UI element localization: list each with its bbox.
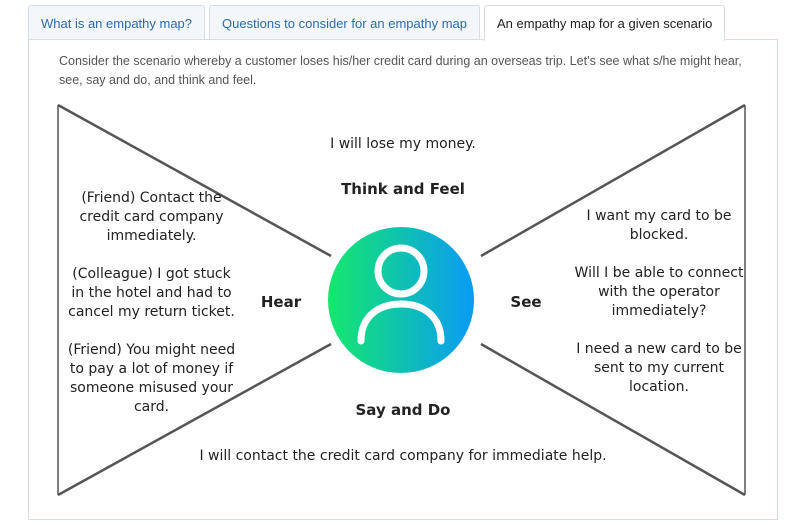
think-feel-item: I will lose my money. (330, 136, 476, 152)
see-item: I want my card to be blocked. (586, 208, 732, 243)
person-icon (328, 227, 474, 373)
see-quadrant: I want my card to be blocked. Will I be … (569, 207, 749, 397)
divider-top-left (57, 103, 332, 258)
divider-top-right (480, 103, 746, 258)
hear-item: (Friend) Contact the credit card company… (79, 190, 224, 244)
hear-heading: Hear (260, 293, 302, 311)
say-do-quadrant: I will contact the credit card company f… (163, 447, 643, 466)
tab-panel: Consider the scenario whereby a customer… (28, 39, 778, 520)
empathy-map-diagram (57, 103, 746, 497)
hear-item: (Friend) You might need to pay a lot of … (67, 342, 236, 415)
think-feel-quadrant: I will lose my money. (253, 135, 553, 154)
hear-quadrant: (Friend) Contact the credit card company… (64, 189, 239, 417)
tab-empathy-map-scenario[interactable]: An empathy map for a given scenario (484, 5, 726, 41)
say-do-item: I will contact the credit card company f… (199, 448, 607, 464)
see-item: Will I be able to connect with the opera… (574, 265, 744, 319)
see-heading: See (510, 293, 542, 311)
see-item: I need a new card to be sent to my curre… (576, 341, 742, 395)
say-do-heading: Say and Do (355, 401, 451, 419)
tab-questions-to-consider[interactable]: Questions to consider for an empathy map (209, 5, 480, 40)
tab-bar: What is an empathy map? Questions to con… (28, 5, 726, 41)
divider-bottom-left (57, 342, 332, 497)
scenario-intro: Consider the scenario whereby a customer… (59, 54, 742, 87)
hear-item: (Colleague) I got stuck in the hotel and… (68, 266, 235, 320)
think-feel-heading: Think and Feel (341, 180, 465, 198)
tab-what-is-empathy-map[interactable]: What is an empathy map? (28, 5, 206, 40)
divider-bottom-right (480, 342, 746, 497)
